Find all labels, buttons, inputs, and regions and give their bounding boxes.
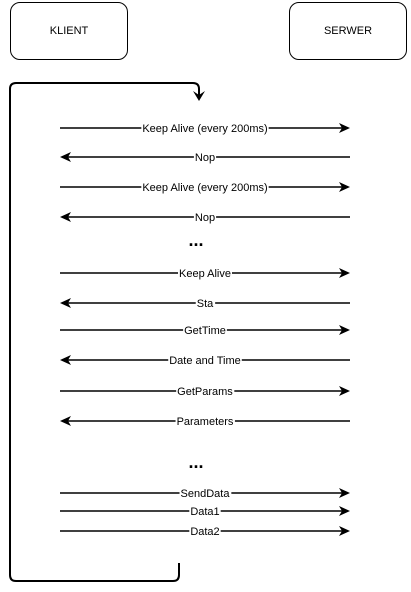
message-label: Parameters bbox=[177, 416, 234, 428]
arrowhead-icon bbox=[339, 268, 350, 278]
arrowhead-icon bbox=[339, 506, 350, 516]
message-label: Sta bbox=[197, 298, 214, 310]
message-label-background bbox=[141, 123, 269, 135]
message-label-background bbox=[175, 416, 235, 428]
message-8: Date and Time bbox=[60, 355, 350, 367]
message-1: Nop bbox=[60, 152, 350, 164]
message-11: ... bbox=[188, 452, 203, 472]
message-4: ... bbox=[188, 230, 203, 250]
message-label: Data1 bbox=[190, 506, 219, 518]
arrowhead-icon bbox=[339, 123, 350, 133]
message-2: Keep Alive (every 200ms) bbox=[60, 182, 350, 194]
message-6: Sta bbox=[60, 298, 350, 310]
arrowhead-icon bbox=[60, 416, 71, 426]
message-5: Keep Alive bbox=[60, 268, 350, 280]
message-label-background bbox=[141, 182, 269, 194]
message-label-background bbox=[189, 526, 221, 538]
arrowhead-icon bbox=[339, 325, 350, 335]
message-label: GetTime bbox=[184, 325, 226, 337]
message-label-background bbox=[176, 386, 235, 398]
ellipsis-label: ... bbox=[188, 452, 203, 472]
message-label: Nop bbox=[195, 212, 215, 224]
arrowhead-icon bbox=[60, 152, 71, 162]
message-label: Keep Alive bbox=[179, 268, 231, 280]
message-3: Nop bbox=[60, 212, 350, 224]
message-label: Keep Alive (every 200ms) bbox=[142, 182, 267, 194]
loop-arrowhead bbox=[193, 91, 205, 101]
message-label-background bbox=[179, 488, 232, 500]
message-label: Nop bbox=[195, 152, 215, 164]
message-label-background bbox=[178, 268, 232, 280]
client-box: KLIENT bbox=[10, 2, 128, 60]
server-box: SERWER bbox=[289, 2, 407, 60]
message-label-background bbox=[195, 298, 216, 310]
ellipsis-label: ... bbox=[188, 230, 203, 250]
message-14: Data2 bbox=[60, 526, 350, 538]
message-0: Keep Alive (every 200ms) bbox=[60, 123, 350, 135]
message-label: Keep Alive (every 200ms) bbox=[142, 123, 267, 135]
message-label-background bbox=[168, 355, 242, 367]
message-12: SendData bbox=[60, 488, 350, 500]
message-label-background bbox=[193, 212, 217, 224]
message-label-background bbox=[183, 325, 227, 337]
arrowhead-icon bbox=[60, 298, 71, 308]
message-label: Date and Time bbox=[169, 355, 241, 367]
arrowhead-icon bbox=[60, 212, 71, 222]
server-label: SERWER bbox=[323, 25, 373, 37]
client-label: KLIENT bbox=[49, 25, 89, 37]
message-label: Data2 bbox=[190, 526, 219, 538]
message-label-background bbox=[189, 506, 221, 518]
message-13: Data1 bbox=[60, 506, 350, 518]
arrowhead-icon bbox=[339, 386, 350, 396]
message-label: GetParams bbox=[177, 386, 233, 398]
message-9: GetParams bbox=[60, 386, 350, 398]
message-label-background bbox=[193, 152, 217, 164]
arrowhead-icon bbox=[339, 526, 350, 536]
loop-path bbox=[9, 82, 200, 582]
message-10: Parameters bbox=[60, 416, 350, 428]
arrowhead-icon bbox=[339, 488, 350, 498]
message-label: SendData bbox=[181, 488, 231, 500]
arrowhead-icon bbox=[339, 182, 350, 192]
message-7: GetTime bbox=[60, 325, 350, 337]
arrowhead-icon bbox=[60, 355, 71, 365]
